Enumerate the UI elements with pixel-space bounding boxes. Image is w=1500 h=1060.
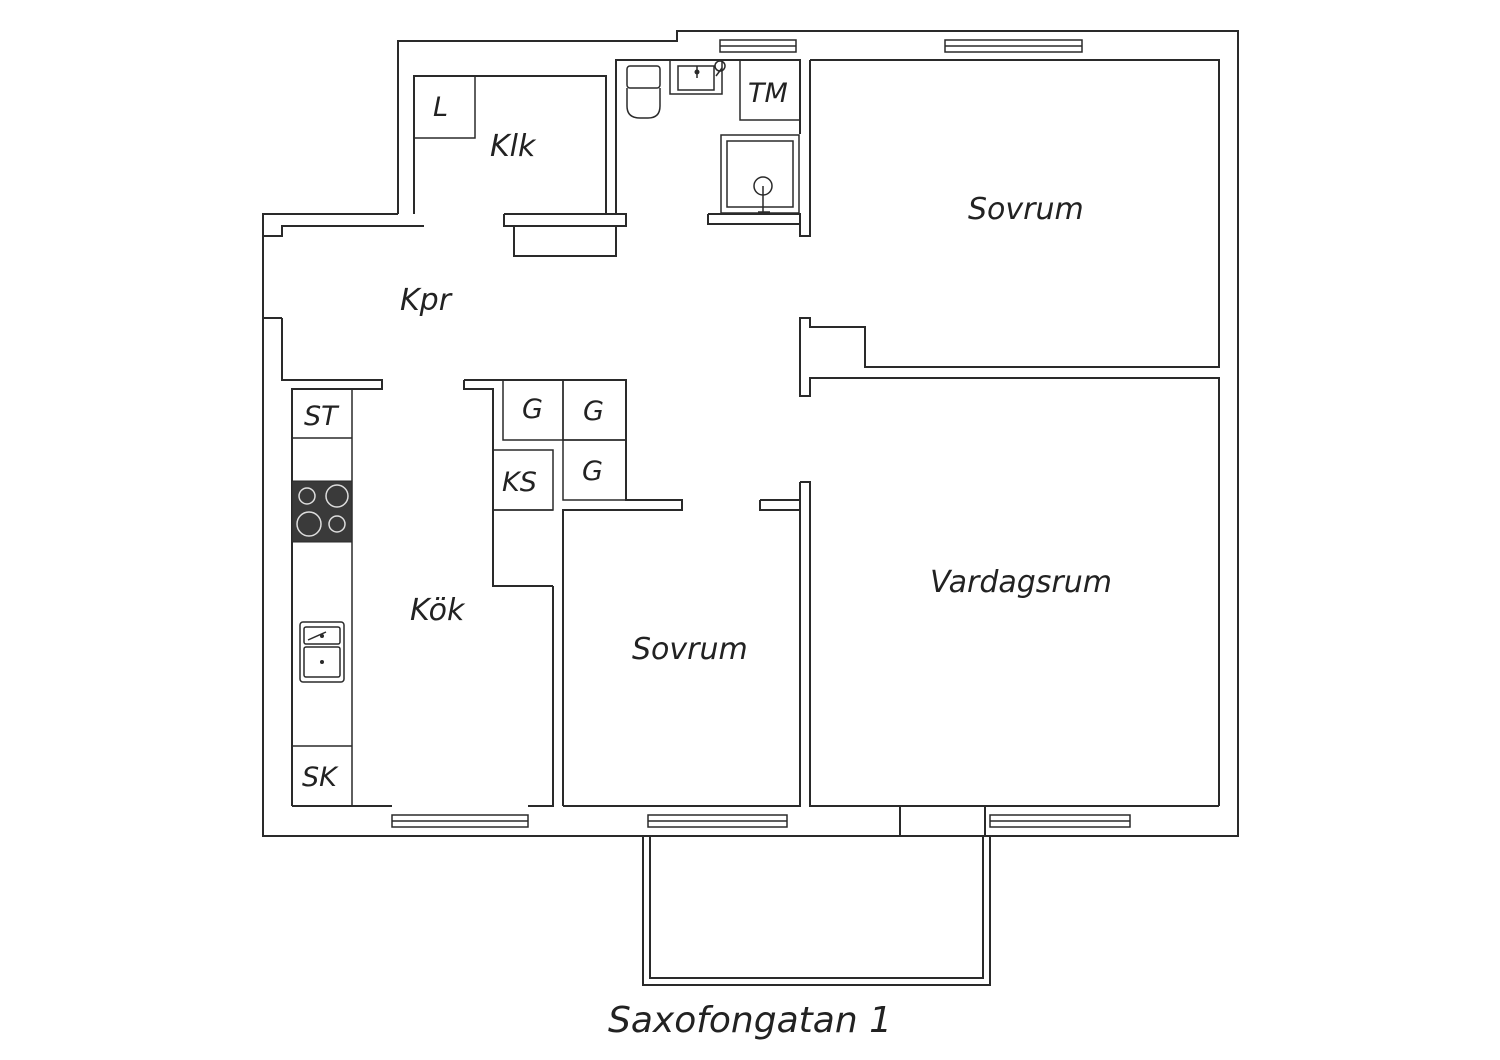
fixture-label-g2: G [583,396,604,427]
storage-cabinets [463,379,683,806]
shower-icon [720,134,800,214]
address-caption: Saxofongatan 1 [608,1000,892,1041]
washer-icon [714,60,726,77]
room-label-vardagsrum: Vardagsrum [930,565,1112,600]
fixture-label-st: ST [304,401,340,432]
kitchen-sink-icon [299,621,345,683]
fixture-label-l: L [433,92,448,123]
bedroom-bottom-walls [563,481,1219,807]
fixture-label-sk: SK [302,762,339,793]
outer-walls [262,30,1239,837]
fixture-label-ks: KS [502,467,537,498]
closet-walls [413,75,627,257]
room-label-sovrum-bottom: Sovrum [632,632,748,667]
windows [391,39,1131,828]
stove-icon [291,480,353,543]
room-label-kpr: Kpr [400,283,453,318]
bedroom-top-walls [799,59,1220,806]
sink-icon [669,59,723,95]
fixture-label-tm: TM [748,78,788,109]
room-label-sovrum-top: Sovrum [968,192,1084,227]
room-label-kok: Kök [410,593,466,628]
balcony [642,805,991,986]
kitchen-counter [291,389,353,806]
bathroom-walls [615,59,811,237]
room-label-klk: Klk [490,129,537,164]
toilet-icon [626,65,661,119]
fixture-label-g1: G [522,394,543,425]
closet-shelf-l [413,75,476,139]
fixture-label-g3: G [582,456,603,487]
